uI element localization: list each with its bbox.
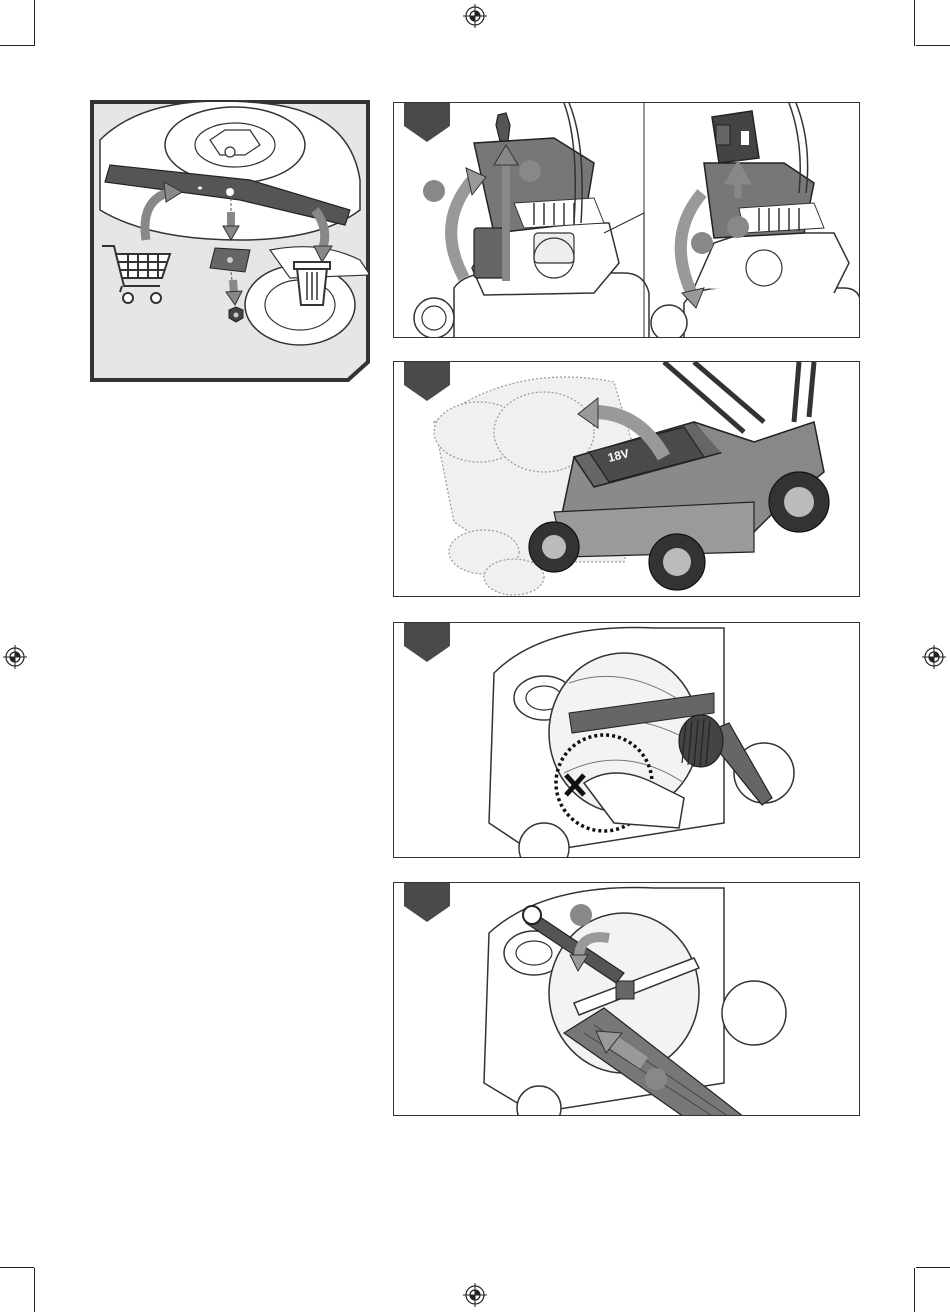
step-tab-icon xyxy=(404,102,450,142)
step-tab-icon xyxy=(404,622,450,662)
panel-battery-removal xyxy=(393,102,860,338)
crop-mark-top-right-v xyxy=(914,0,915,46)
battery-icon xyxy=(712,111,759,163)
registration-mark-top-icon xyxy=(463,4,487,28)
blade-disposal-figure xyxy=(90,100,370,382)
panel-blade-fastening xyxy=(393,882,860,1116)
crop-mark-top-left-h xyxy=(0,45,34,46)
crop-mark-bottom-left-v xyxy=(34,1268,35,1312)
crop-mark-top-right-h xyxy=(916,45,950,46)
panel-tilt-mower: 18V xyxy=(393,361,860,597)
crop-mark-bottom-left-h xyxy=(0,1267,34,1268)
registration-mark-right-icon xyxy=(922,645,946,669)
crop-mark-bottom-right-h xyxy=(916,1267,950,1268)
step-tab-icon xyxy=(404,361,450,401)
safety-key-icon xyxy=(496,113,510,141)
trash-bin-icon xyxy=(294,262,330,305)
step-tab-icon xyxy=(404,882,450,922)
registration-mark-left-icon xyxy=(3,645,27,669)
crop-mark-bottom-right-v xyxy=(914,1268,915,1312)
registration-mark-bottom-icon xyxy=(463,1283,487,1307)
crop-mark-top-left-v xyxy=(34,0,35,46)
panel-clean-deck xyxy=(393,622,860,858)
